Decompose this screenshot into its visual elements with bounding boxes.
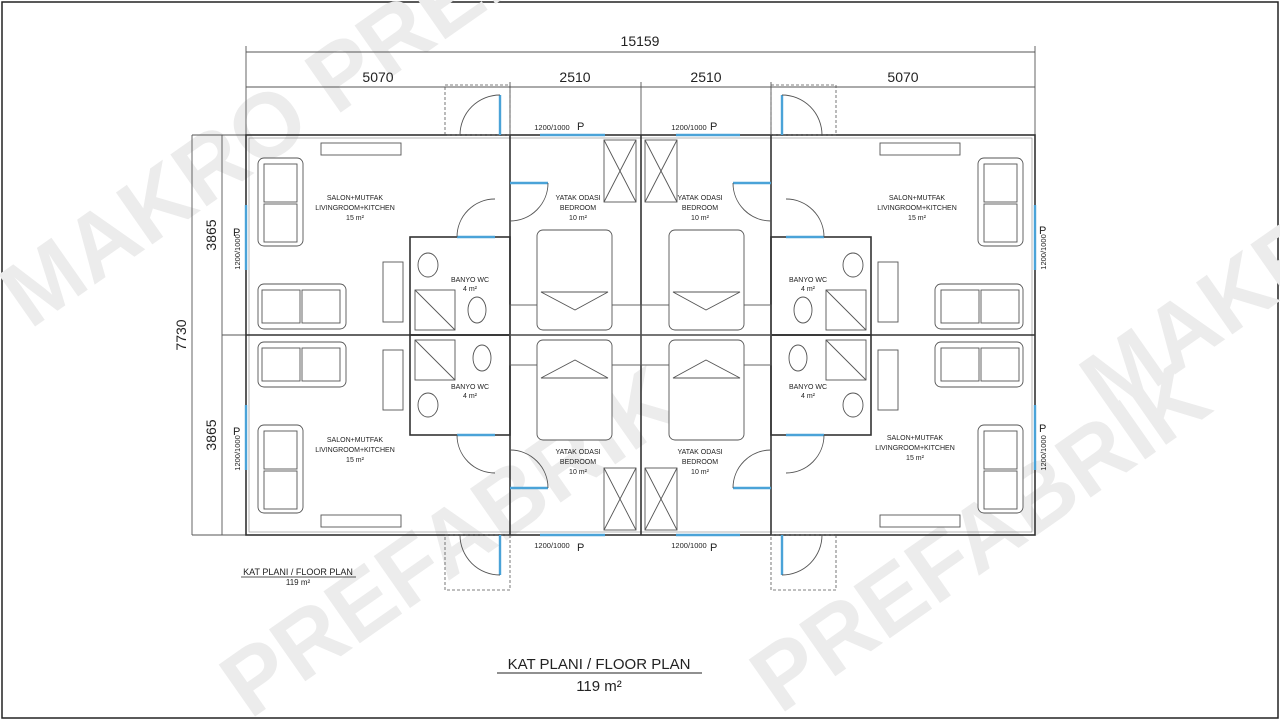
label-living-tr-en: LIVINGROOM+KITCHEN: [877, 205, 957, 212]
win-size-bottom-2: 1200/1000: [671, 541, 706, 550]
main-title: KAT PLANI / FLOOR PLAN: [508, 656, 691, 673]
label-wc-tr: BANYO WC: [789, 277, 827, 284]
label-bed-bl-en: BEDROOM: [560, 459, 596, 466]
label-wc-bl-area: 4 m²: [463, 393, 478, 400]
label-bed-tr-tr: YATAK ODASI: [677, 195, 722, 202]
label-wc-br: BANYO WC: [789, 384, 827, 391]
dim-segment-1: 5070: [362, 69, 393, 85]
label-living-bl-area: 15 m²: [346, 457, 365, 464]
label-living-br-tr: SALON+MUTFAK: [887, 435, 944, 442]
dim-segment-2: 2510: [559, 69, 590, 85]
walls: [245, 84, 1036, 591]
win-size-top-2: 1200/1000: [671, 123, 706, 132]
win-size-top-1: 1200/1000: [534, 123, 569, 132]
label-wc-tl: BANYO WC: [451, 277, 489, 284]
label-living-br-area: 15 m²: [906, 455, 925, 462]
small-title-area: 119 m²: [286, 578, 311, 587]
win-marker-left-2: P: [233, 426, 240, 438]
label-wc-bl: BANYO WC: [451, 384, 489, 391]
dim-segment-3: 2510: [690, 69, 721, 85]
win-marker-top-1: P: [577, 121, 584, 133]
living-furniture-bottom-right: [877, 341, 1024, 528]
win-marker-right-2: P: [1039, 423, 1046, 435]
label-bed-br-tr: YATAK ODASI: [677, 449, 722, 456]
label-bed-br-en: BEDROOM: [682, 459, 718, 466]
label-living-tl-area: 15 m²: [346, 215, 365, 222]
win-size-left-2: 1200/1000: [233, 435, 242, 470]
label-living-tl-tr: SALON+MUTFAK: [327, 195, 384, 202]
label-wc-br-area: 4 m²: [801, 393, 816, 400]
door-swings: [456, 94, 825, 576]
label-living-bl-en: LIVINGROOM+KITCHEN: [315, 447, 395, 454]
dim-half-depth-bottom: 3865: [203, 419, 219, 450]
label-bed-br-area: 10 m²: [691, 469, 710, 476]
label-bed-bl-area: 10 m²: [569, 469, 588, 476]
label-bed-tl-en: BEDROOM: [560, 205, 596, 212]
win-size-right-2: 1200/1000: [1039, 435, 1048, 470]
main-title-area: 119 m²: [576, 678, 622, 695]
living-furniture-bottom-left: [257, 341, 404, 528]
label-living-br-en: LIVINGROOM+KITCHEN: [875, 445, 955, 452]
win-marker-right-1: P: [1039, 225, 1046, 237]
glazing: [244, 95, 1037, 575]
dim-segment-4: 5070: [887, 69, 918, 85]
living-furniture-top-left: [257, 142, 404, 330]
win-marker-top-2: P: [710, 121, 717, 133]
room-labels: SALON+MUTFAK LIVINGROOM+KITCHEN 15 m² SA…: [315, 195, 957, 476]
label-bed-tl-area: 10 m²: [569, 215, 588, 222]
dim-total-width: 15159: [621, 33, 660, 49]
bedroom-furniture: [536, 139, 745, 531]
win-size-right-1: 1200/1000: [1039, 234, 1048, 269]
label-living-tr-area: 15 m²: [908, 215, 927, 222]
win-size-bottom-1: 1200/1000: [534, 541, 569, 550]
dim-total-depth: 7730: [173, 319, 189, 350]
dim-half-depth-top: 3865: [203, 219, 219, 250]
label-bed-bl-tr: YATAK ODASI: [555, 449, 600, 456]
small-title: KAT PLANI / FLOOR PLAN: [243, 567, 353, 577]
label-wc-tr-area: 4 m²: [801, 286, 816, 293]
window-labels: 1200/1000 P 1200/1000 P 1200/1000 P 1200…: [233, 121, 1048, 554]
label-living-bl-tr: SALON+MUTFAK: [327, 437, 384, 444]
win-marker-bottom-2: P: [710, 542, 717, 554]
win-marker-left-1: P: [233, 227, 240, 239]
label-bed-tr-area: 10 m²: [691, 215, 710, 222]
label-bed-tl-tr: YATAK ODASI: [555, 195, 600, 202]
label-living-tl-en: LIVINGROOM+KITCHEN: [315, 205, 395, 212]
label-wc-tl-area: 4 m²: [463, 286, 478, 293]
label-living-tr-tr: SALON+MUTFAK: [889, 195, 946, 202]
win-marker-bottom-1: P: [577, 542, 584, 554]
label-bed-tr-en: BEDROOM: [682, 205, 718, 212]
living-furniture-top-right: [877, 142, 1024, 330]
bathroom-fixtures: [414, 252, 867, 418]
win-size-left-1: 1200/1000: [233, 234, 242, 269]
